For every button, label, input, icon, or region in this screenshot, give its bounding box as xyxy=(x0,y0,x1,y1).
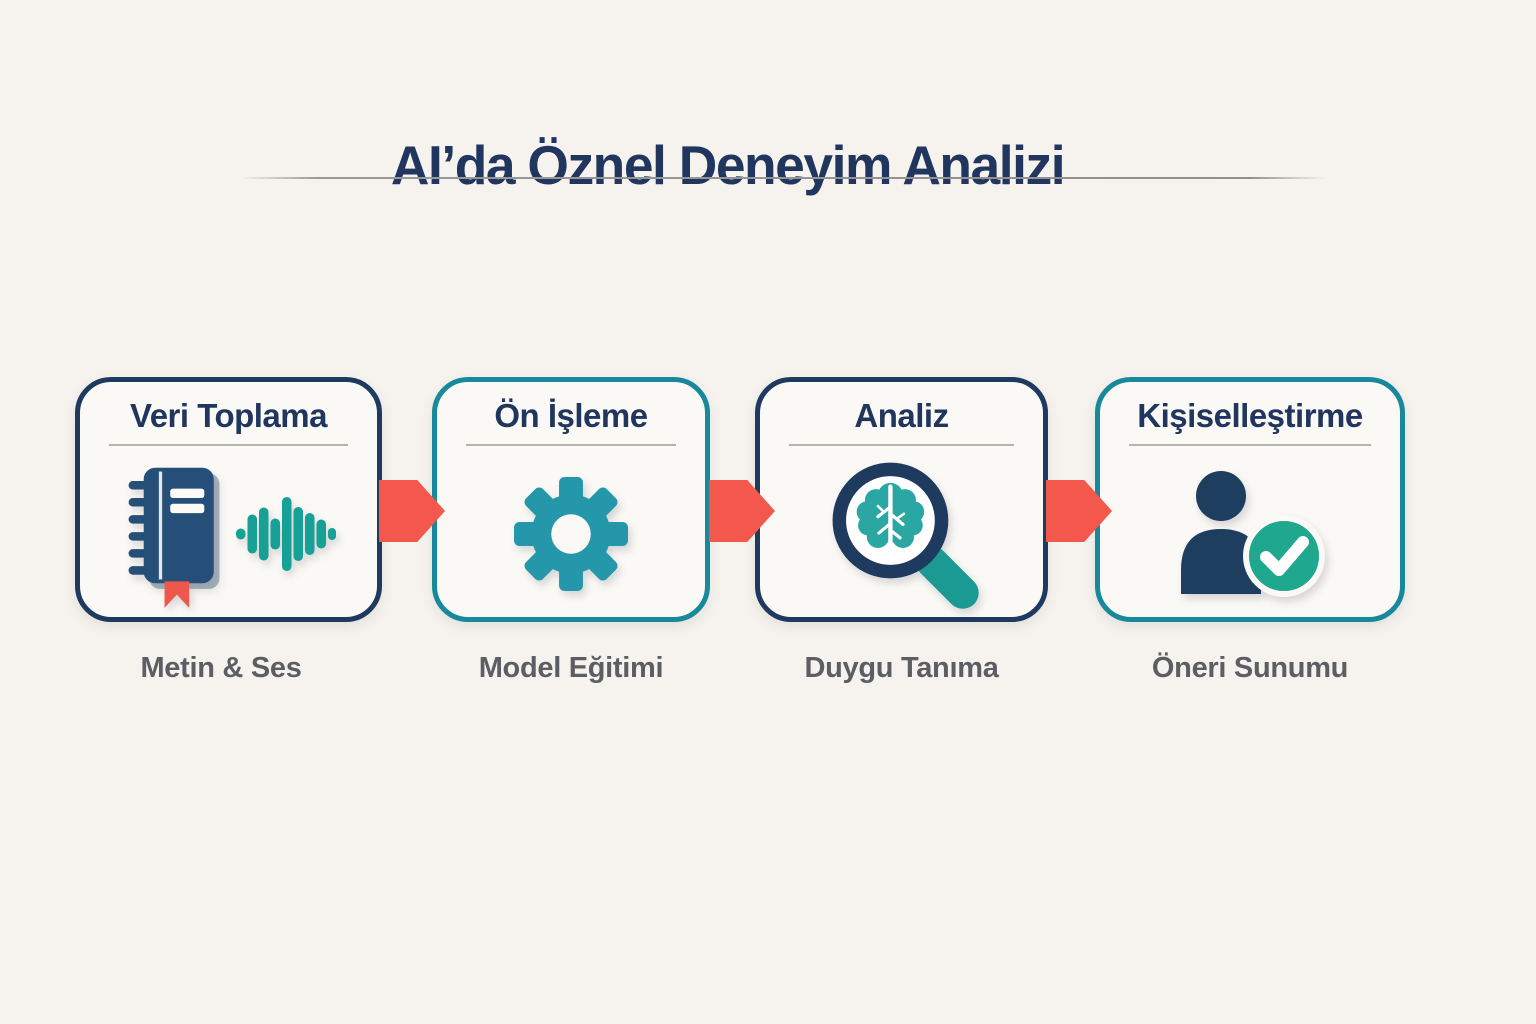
step-heading: Ön İşleme xyxy=(494,397,648,434)
step-heading: Veri Toplama xyxy=(130,397,327,434)
person-check-icon xyxy=(1181,470,1325,597)
step-card-kisisellestirme: Kişiselleştirme xyxy=(1095,377,1405,622)
gear-icon xyxy=(514,476,628,591)
heading-divider xyxy=(789,444,1014,446)
step-card-analiz: Analiz xyxy=(755,377,1048,622)
step-icon-area xyxy=(80,456,377,611)
step-icon-area xyxy=(437,456,705,611)
step-heading: Kişiselleştirme xyxy=(1137,397,1363,434)
step-caption: Öneri Sunumu xyxy=(1151,652,1349,684)
step-icon-area xyxy=(1100,456,1400,611)
heading-divider xyxy=(109,444,348,446)
step-icon-area xyxy=(760,456,1043,611)
step-card-on-isleme: Ön İşleme xyxy=(432,377,710,622)
page-title: AI’da Öznel Deneyim Analizi xyxy=(390,133,1066,196)
heading-divider xyxy=(1129,444,1371,446)
step-caption: Metin & Ses xyxy=(140,652,302,684)
step-card-veri-toplama: Veri Toplama xyxy=(75,377,382,622)
step-caption: Duygu Tanıma xyxy=(804,652,999,684)
audio-waveform-icon xyxy=(236,496,336,571)
step-heading: Analiz xyxy=(854,397,949,434)
check-badge-icon xyxy=(1243,514,1325,597)
notebook-icon xyxy=(128,467,220,608)
brain-magnifier-icon xyxy=(832,462,979,609)
title-divider xyxy=(240,177,1325,179)
step-caption: Model Eğitimi xyxy=(478,652,664,684)
person-icon xyxy=(1181,470,1261,594)
heading-divider xyxy=(466,444,676,446)
